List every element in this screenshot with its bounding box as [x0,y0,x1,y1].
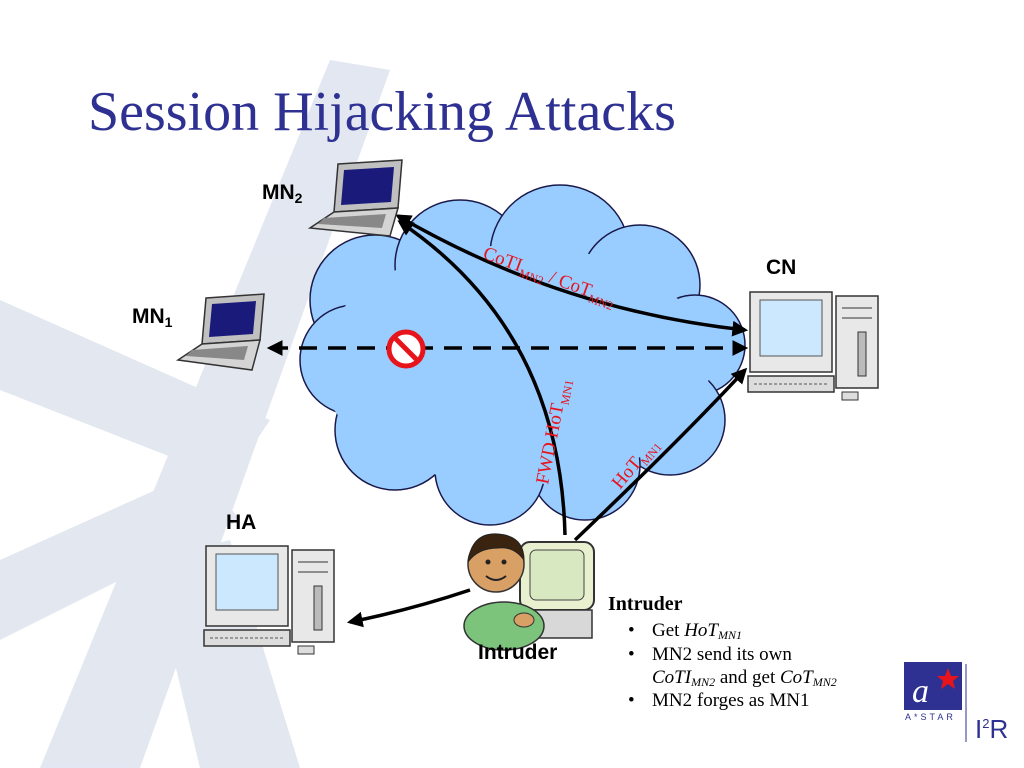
textbox-item-get-hot: Get HoTMN1 [608,620,908,643]
node-label-mn1: MN1 [132,305,173,330]
astar-logo-text: A*STAR [905,712,956,722]
watermark-star-icon [0,60,390,768]
intruder-textbox: Intruder Get HoTMN1 MN2 send its ownCoTI… [608,592,908,714]
node-label-intruder: Intruder [478,641,558,664]
textbox-title: Intruder [608,593,683,615]
arrow-fwd-hot [397,220,567,536]
prohibited-icon [386,329,426,369]
arrow-hot [573,367,748,542]
textbox-item-forges: MN2 forges as MN1 [608,690,908,713]
desktop-icon-ha [203,545,335,655]
astar-logo-icon: a [904,662,967,742]
i2r-logo-text: I2R [975,714,1009,744]
laptop-icon-mn1 [175,293,265,371]
laptop-icon-mn2 [307,159,403,237]
slide-title: Session Hijacking Attacks [88,81,676,143]
desktop-icon-cn [747,291,879,401]
arrow-intruder-ha [346,588,471,628]
node-label-ha: HA [226,511,257,534]
arrow-coti-cot [395,214,749,337]
node-label-cn: CN [766,256,797,279]
node-label-mn2: MN2 [262,181,303,206]
intruder-person-icon [463,533,595,651]
svg-text:a: a [912,673,929,710]
